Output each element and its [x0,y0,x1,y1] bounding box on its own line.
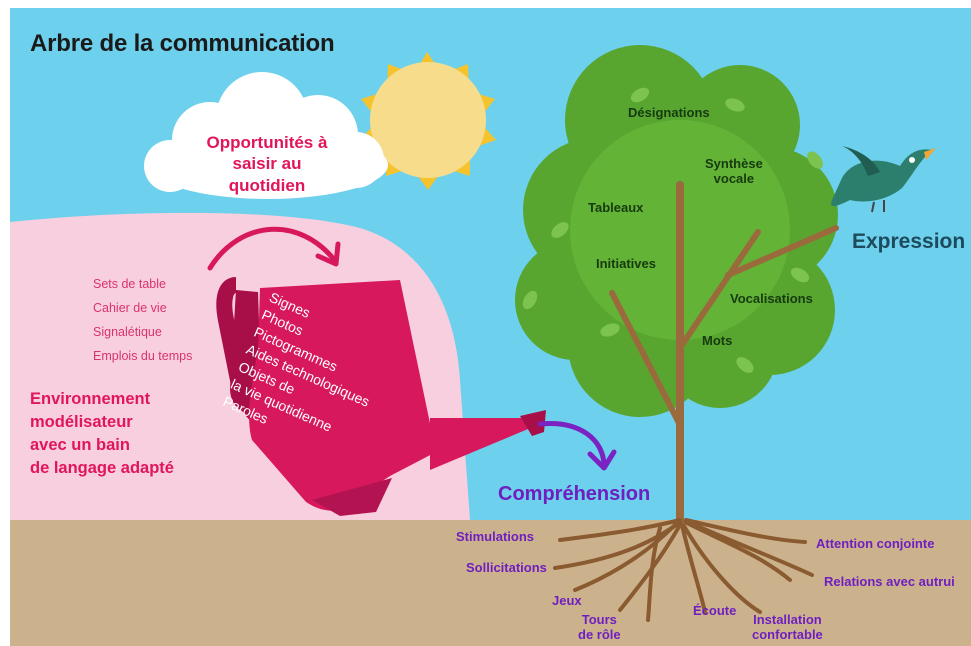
support-item: Cahier de vie [93,301,167,315]
label-jeux: Jeux [552,593,582,608]
watering-can-icon [216,277,546,516]
label-initiatives: Initiatives [596,256,656,271]
tree-roots [553,518,814,622]
label-tours-line1: Tours [581,612,617,627]
label-designations: Désignations [628,105,710,120]
support-item: Sets de table [93,277,166,291]
label-tours: Tours de rôle [578,612,621,643]
purple-arrow [537,421,617,471]
label-installation: Installation confortable [752,612,823,643]
label-installation-line2: confortable [752,626,823,642]
cloud-icon [144,72,388,199]
environment-line: Environnement [30,390,151,408]
cloud-line-1: Opportunités à [206,133,328,152]
pink-arrow [207,226,341,271]
label-mots: Mots [702,333,733,348]
support-item: Emplois du temps [93,349,193,363]
label-sollicitations: Sollicitations [466,560,547,575]
label-attention: Attention conjointe [816,536,935,551]
label-comprehension: Compréhension [498,483,651,505]
label-synthese-line2: vocale [713,170,755,186]
environment-line: avec un bain [30,436,130,454]
label-tableaux: Tableaux [588,200,644,215]
ground [10,520,971,646]
sun-icon [360,52,496,190]
label-ecoute: Écoute [693,603,737,618]
environment-line: de langage adapté [30,459,174,477]
environment-label: Environnement modélisateur avec un bain … [30,388,174,480]
support-list: Sets de table Cahier de vie Signalétique… [93,272,192,368]
cloud-label: Opportunités à saisir au quotidien [192,132,342,196]
label-vocalisations: Vocalisations [730,291,813,306]
label-relations: Relations avec autrui [824,574,955,589]
label-expression: Expression [852,230,966,253]
cloud-line-2: saisir au quotidien [228,154,306,195]
label-tours-line2: de rôle [578,626,621,642]
label-stimulations: Stimulations [456,529,535,544]
support-item: Signalétique [93,325,162,339]
environment-line: modélisateur [30,413,133,431]
bird-icon [831,146,936,213]
label-synthese-line1: Synthèse [705,156,763,171]
page-title: Arbre de la communication [30,30,335,57]
label-installation-line1: Installation [753,612,822,627]
label-synthese: Synthèse vocale [705,156,763,187]
tree-trunk [609,181,839,524]
